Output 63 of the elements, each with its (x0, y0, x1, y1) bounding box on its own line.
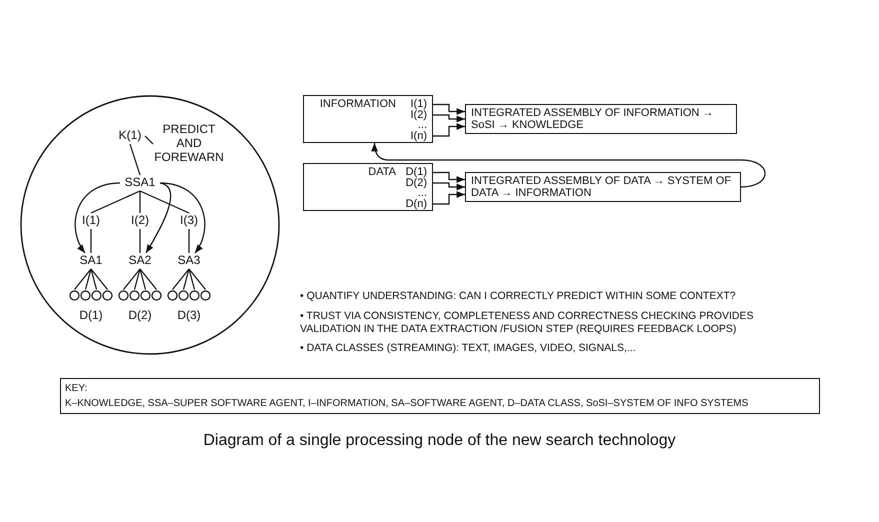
connector-line (188, 268, 206, 290)
arrow (433, 172, 465, 183)
bullet-note: • QUANTIFY UNDERSTANDING: CAN I CORRECTLY PREDICT WITHIN SOME CONTEXT? (300, 290, 737, 303)
bullet-note: • TRUST VIA CONSISTENCY, COMPLETENESS AND CORRECTNESS CHECKING PROVIDES VALIDATION IN THE DATA EXTRACTION /FUSION STEP (REQUIRES FEEDBACK LOOPS) (300, 310, 755, 336)
data-class-label: D(1) (78, 309, 104, 322)
connector-line (90, 268, 98, 290)
arrow (433, 114, 465, 122)
input-box (303, 163, 433, 211)
node-label: I(1) (78, 213, 104, 229)
port-label: ... (418, 120, 427, 131)
connector-line (172, 268, 190, 290)
node-label: PREDICT AND FOREWARN (153, 122, 225, 166)
port-label: D(2) (406, 178, 427, 188)
data-class-label: D(2) (127, 309, 153, 322)
curved-arrow (145, 182, 172, 254)
connector-line (139, 229, 141, 253)
connector-line (90, 190, 140, 214)
node-label: SA1 (76, 253, 106, 269)
connector-line (123, 268, 140, 290)
connector-line (139, 191, 141, 213)
connector-line (140, 190, 190, 214)
connector-line (90, 268, 108, 290)
node-label: SA2 (125, 253, 155, 269)
process-box: INTEGRATED ASSEMBLY OF INFORMATION → SoSI → KNOWLEDGE (465, 104, 737, 134)
connector-line (90, 229, 92, 253)
connector-line (140, 268, 157, 290)
port-label: I(2) (410, 110, 427, 120)
arrow (433, 123, 465, 137)
connector-line (188, 268, 196, 290)
connector-line (182, 268, 190, 290)
node-label: I(3) (176, 213, 202, 229)
port-label: I(1) (410, 99, 427, 110)
input-box (303, 95, 433, 143)
box-label: INFORMATION (320, 99, 396, 110)
port-label: ... (418, 188, 427, 199)
caption: Diagram of a single processing node of the new search technology (202, 432, 677, 450)
data-class-label: D(3) (176, 309, 202, 322)
arrow (433, 191, 465, 205)
process-box: INTEGRATED ASSEMBLY OF DATA → SYSTEM OF DATA → INFORMATION (465, 172, 741, 202)
connector-line (129, 144, 141, 176)
curved-arrow (74, 182, 120, 254)
arrow (433, 104, 465, 115)
curved-arrow (160, 182, 206, 254)
node-label: K(1) (115, 128, 145, 144)
port-label: D(1) (406, 167, 427, 178)
arrow (433, 182, 465, 190)
box-label: DATA (368, 167, 396, 178)
connector-line (144, 136, 154, 144)
port-label: I(n) (410, 130, 427, 142)
key-text: K–KNOWLEDGE, SSA–SUPER SOFTWARE AGENT, I–INFORMATION, SA–SOFTWARE AGENT, D–DATA CLASS, SoSI–SYSTEM OF INFO SYSTEMS (65, 397, 750, 411)
connector-line (139, 268, 146, 290)
node-label: SA3 (174, 253, 204, 269)
node-label: I(2) (127, 213, 153, 229)
connector-line (74, 268, 92, 290)
connector-line (188, 229, 190, 253)
key-heading: KEY: (65, 382, 88, 396)
connector-line (84, 268, 92, 290)
connector-line (134, 268, 141, 290)
feedback-arrow (371, 142, 766, 188)
bullet-note: • DATA CLASSES (STREAMING): TEXT, IMAGES, VIDEO, SIGNALS,... (300, 342, 637, 355)
key-box (60, 378, 820, 414)
node-label: SSA1 (120, 175, 160, 191)
port-label: D(n) (406, 198, 427, 210)
